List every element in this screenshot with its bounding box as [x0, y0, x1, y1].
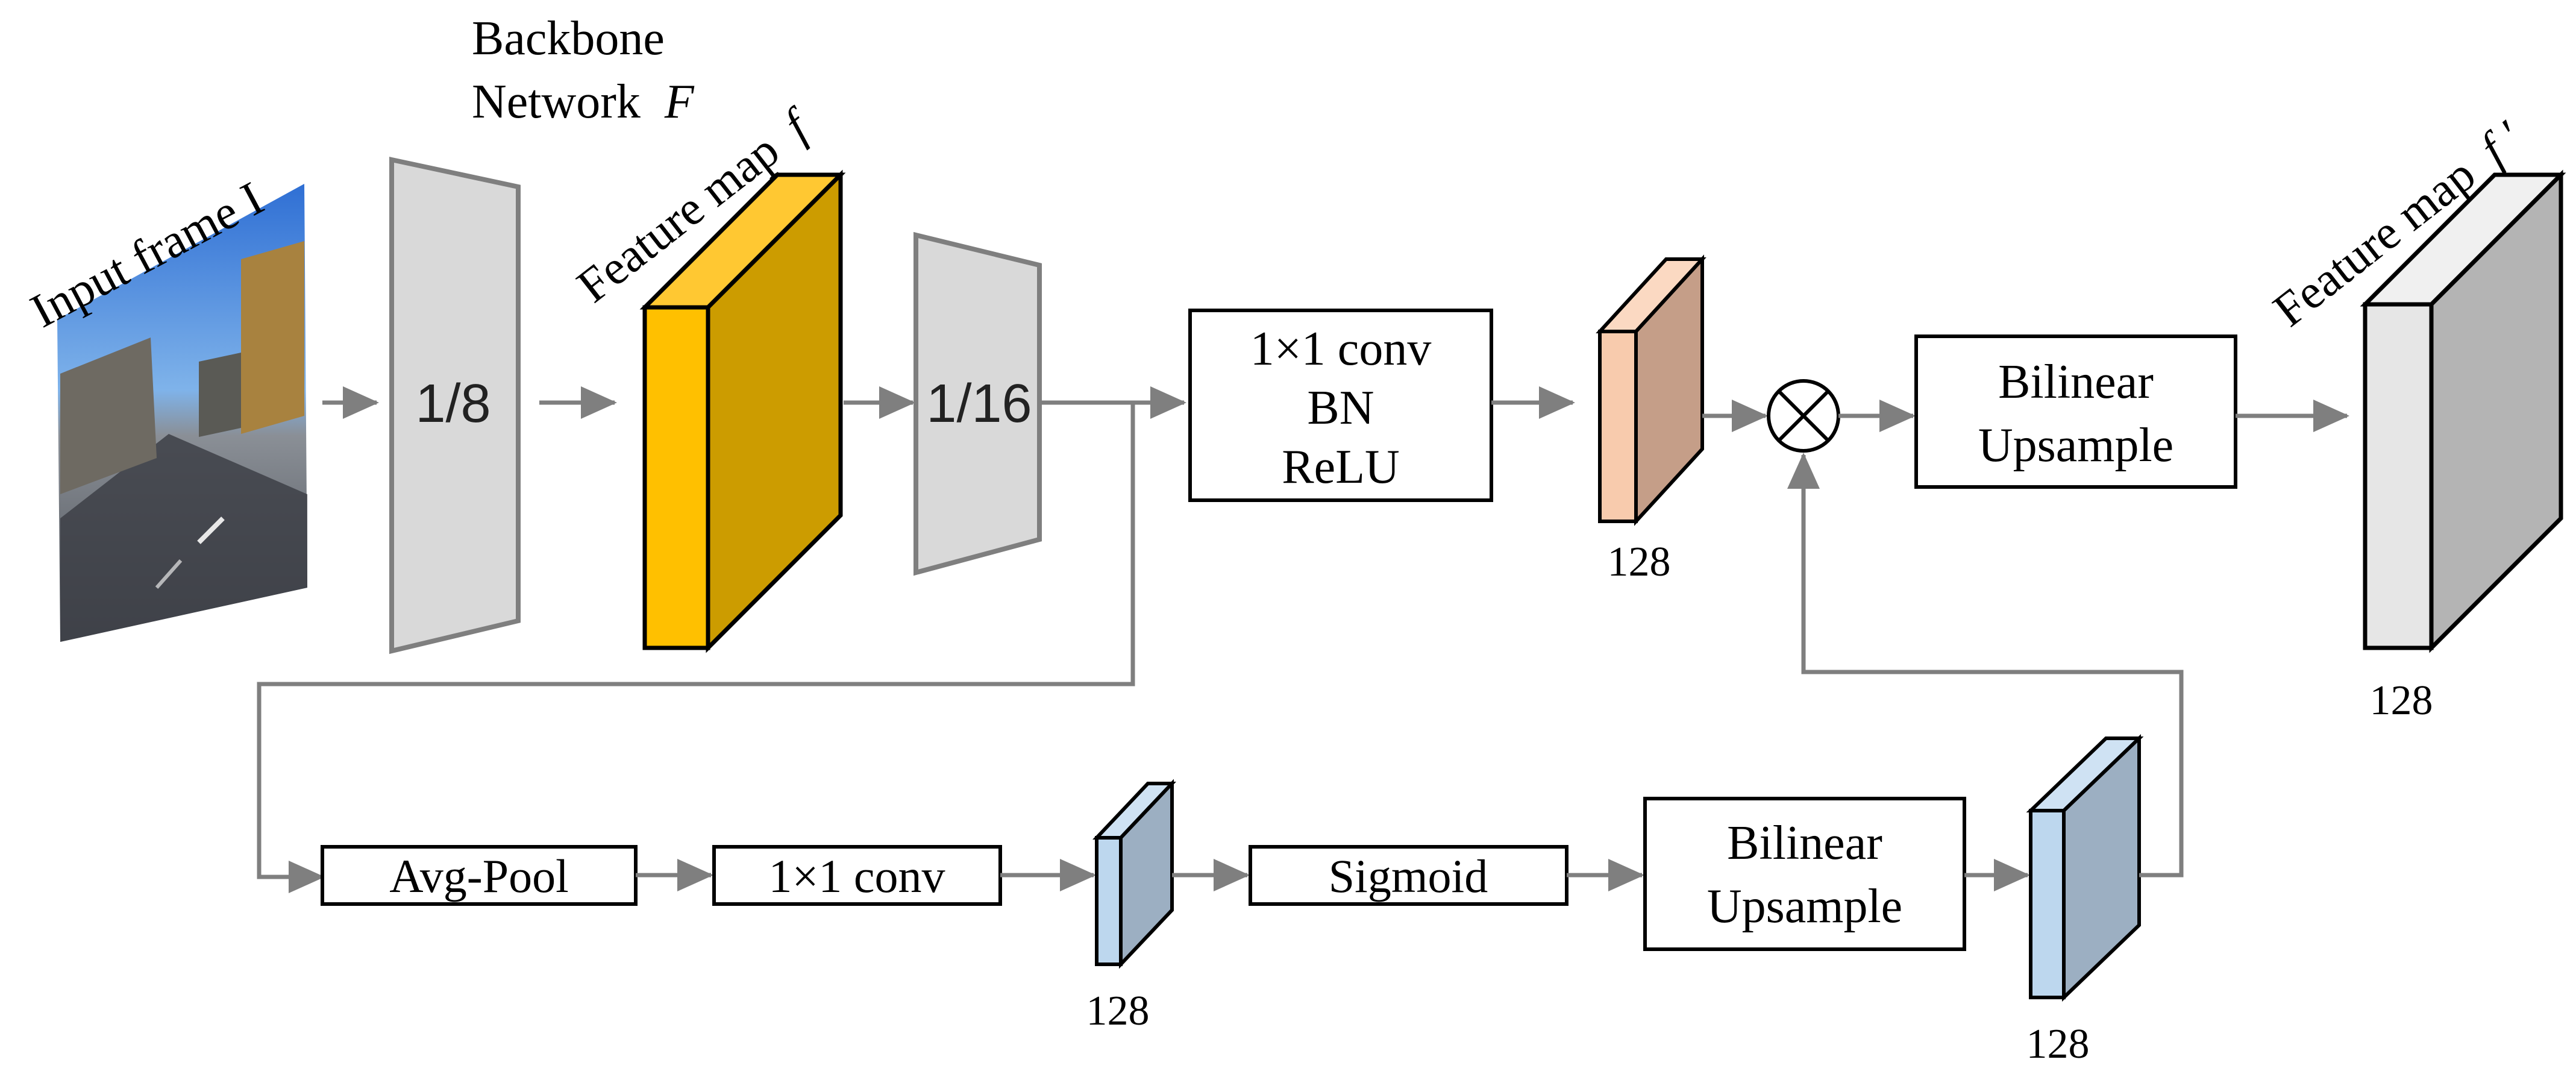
feedback-arrow-to-multiply	[1787, 453, 2184, 878]
conv-bottom-block	[712, 845, 1002, 906]
bilinear-bottom-line1: Bilinear	[1727, 817, 1882, 870]
backbone-label-line2: Network F	[472, 75, 695, 128]
blue-small-block	[1092, 779, 1176, 969]
input-image	[57, 184, 307, 642]
bilinear-top-line2: Upsample	[1978, 419, 2173, 472]
conv-bn-relu-line3: ReLU	[1282, 441, 1400, 494]
backbone-stage-1-8-label: 1/8	[415, 374, 490, 434]
conv-bn-relu-line2: BN	[1307, 382, 1374, 435]
sigmoid-label: Sigmoid	[1329, 850, 1488, 902]
blue-large-block-channels: 128	[2026, 1021, 2090, 1067]
blue-small-block-channels: 128	[1086, 988, 1150, 1034]
output-feature-map-block	[2360, 169, 2566, 653]
backbone-label-line1: Backbone	[472, 12, 665, 65]
bilinear-upsample-top-block	[1914, 334, 2237, 489]
backbone-stage-1-16	[914, 231, 1042, 576]
sigmoid-block	[1249, 845, 1568, 906]
backbone-stage-1-16-label: 1/16	[926, 374, 1032, 434]
blue-large-block	[2026, 733, 2144, 1002]
feature-map-f-block	[639, 169, 846, 653]
backbone-stage-1-8	[389, 157, 521, 655]
conv-bottom-label: 1×1 conv	[768, 850, 945, 902]
conv-bn-relu-line1: 1×1 conv	[1250, 322, 1432, 375]
conv-bn-relu-block	[1188, 309, 1493, 502]
bilinear-upsample-bottom-block	[1643, 797, 1966, 951]
bilinear-bottom-line2: Upsample	[1707, 880, 1902, 933]
bilinear-top-line1: Bilinear	[1998, 356, 2154, 409]
branch-arrow-to-avgpool	[257, 403, 1135, 893]
avg-pool-block	[321, 845, 638, 906]
output-block-channels: 128	[2370, 677, 2433, 724]
orange-feature-block	[1596, 254, 1706, 526]
avg-pool-label: Avg-Pool	[389, 850, 569, 902]
multiply-node	[1767, 379, 1840, 453]
orange-block-channels: 128	[1608, 539, 1671, 585]
